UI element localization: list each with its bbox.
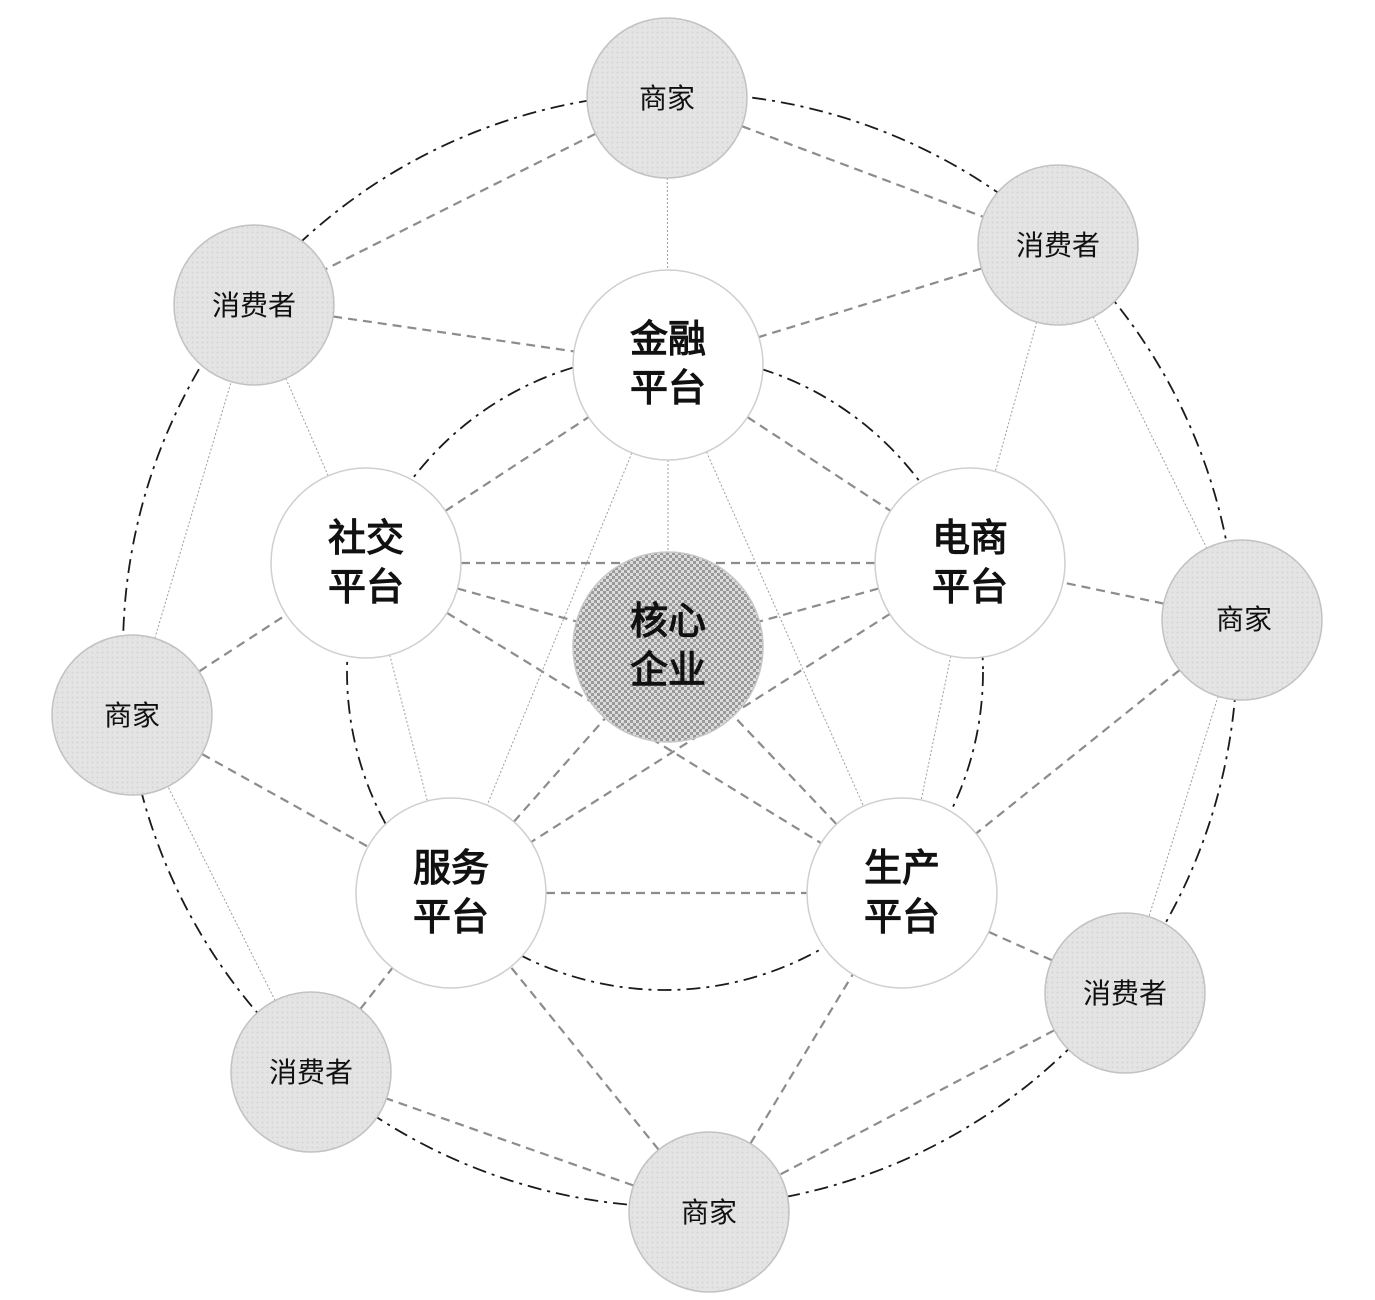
outer-node-merchant-right[interactable]: 商家 <box>1161 539 1323 701</box>
platform-ecommerce[interactable]: 电商 平台 <box>874 467 1066 659</box>
platform-social[interactable]: 社交 平台 <box>270 467 462 659</box>
connector-ecommerce-core <box>759 587 879 623</box>
consumer-top-right-circle <box>977 164 1139 326</box>
connector-mT-cTR <box>741 125 984 218</box>
merchant-left-circle <box>51 634 213 796</box>
connector-finance-service <box>486 452 633 806</box>
consumer-bottom-right-label: 消费者 <box>1083 977 1167 1010</box>
outer-node-consumer-bottom-right[interactable]: 消费者 <box>1044 912 1206 1074</box>
platform-social-line1: 社交 <box>328 516 404 560</box>
core-enterprise-node[interactable]: 核心 企业 <box>572 551 764 743</box>
connector-social-service <box>389 654 428 802</box>
merchant-right-label: 商家 <box>1216 603 1272 636</box>
outer-node-consumer-bottom-left[interactable]: 消费者 <box>230 991 392 1153</box>
connector-social-core <box>457 587 577 623</box>
platform-ecommerce-line1: 电商 <box>932 516 1008 560</box>
platform-social-circle <box>270 467 462 659</box>
consumer-bottom-right-circle <box>1044 912 1206 1074</box>
connector-ecommerce-production <box>920 655 952 801</box>
outer-node-consumer-top-right[interactable]: 消费者 <box>977 164 1139 326</box>
platform-ecommerce-line2: 平台 <box>932 565 1008 609</box>
connector-service-core <box>512 717 607 823</box>
connector-finance-ecommerce <box>746 416 892 512</box>
connector-cBR-production <box>988 930 1053 962</box>
inner-ring <box>346 353 984 991</box>
connector-cBL-service <box>359 967 394 1010</box>
platform-finance-line1: 金融 <box>629 317 706 361</box>
core-enterprise-circle <box>572 551 764 743</box>
platform-social-line2: 平台 <box>328 565 404 609</box>
connector-cBR-mB <box>779 1029 1055 1176</box>
merchant-left-label: 商家 <box>104 699 160 732</box>
merchant-right-circle <box>1161 539 1323 701</box>
outer-node-merchant-top[interactable]: 商家 <box>586 17 748 179</box>
platform-service-circle <box>355 797 547 989</box>
outer-node-consumer-top-left[interactable]: 消费者 <box>173 224 335 386</box>
connector-cTR-mR <box>1092 316 1208 549</box>
connector-mL-service <box>201 753 369 848</box>
connector-social-finance <box>444 416 590 512</box>
platform-production[interactable]: 生产 平台 <box>806 797 998 989</box>
connector-cTR-finance <box>758 267 982 339</box>
connector-mL-cTL <box>154 381 232 639</box>
connector-mB-service <box>509 966 660 1151</box>
platform-service-line2: 平台 <box>413 895 489 939</box>
consumer-top-left-label: 消费者 <box>212 289 296 322</box>
consumer-top-right-label: 消费者 <box>1016 229 1100 262</box>
outer-node-merchant-bottom[interactable]: 商家 <box>628 1131 790 1293</box>
connector-cBL-mL <box>167 786 276 1001</box>
merchant-top-circle <box>586 17 748 179</box>
outer-node-merchant-left[interactable]: 商家 <box>51 634 213 796</box>
connector-social-production <box>446 611 822 845</box>
merchant-bottom-label: 商家 <box>681 1196 737 1229</box>
platform-finance-circle <box>572 269 764 461</box>
connector-production-core <box>732 715 838 825</box>
platform-production-line2: 平台 <box>864 895 940 939</box>
merchant-top-label: 商家 <box>639 82 695 115</box>
consumer-top-left-circle <box>173 224 335 386</box>
connector-cTL-finance <box>333 315 575 353</box>
core-label-line2: 企业 <box>630 648 706 692</box>
consumer-bottom-left-label: 消费者 <box>269 1056 353 1089</box>
platform-finance[interactable]: 金融 平台 <box>572 269 764 461</box>
platform-production-circle <box>806 797 998 989</box>
core-label-line1: 核心 <box>630 599 706 643</box>
connector-mR-cBR <box>1148 696 1219 917</box>
connector-cTR-ecommerce <box>994 321 1038 472</box>
merchant-bottom-circle <box>628 1131 790 1293</box>
connector-mB-cBL <box>386 1097 634 1187</box>
connector-mL-social <box>198 613 287 673</box>
consumer-bottom-left-circle <box>230 991 392 1153</box>
platform-service-line1: 服务 <box>413 846 489 890</box>
connector-mR-ecommerce <box>1062 581 1164 605</box>
connector-mT-cTL <box>325 132 596 271</box>
platform-ecommerce-circle <box>874 467 1066 659</box>
connector-cTL-social <box>285 378 329 477</box>
platform-finance-line2: 平台 <box>630 366 706 410</box>
connector-mB-production <box>749 973 854 1145</box>
connector-finance-production <box>706 451 864 807</box>
platform-production-line1: 生产 <box>864 846 940 890</box>
connector-mR-production <box>975 669 1181 835</box>
platform-service[interactable]: 服务 平台 <box>355 797 547 989</box>
